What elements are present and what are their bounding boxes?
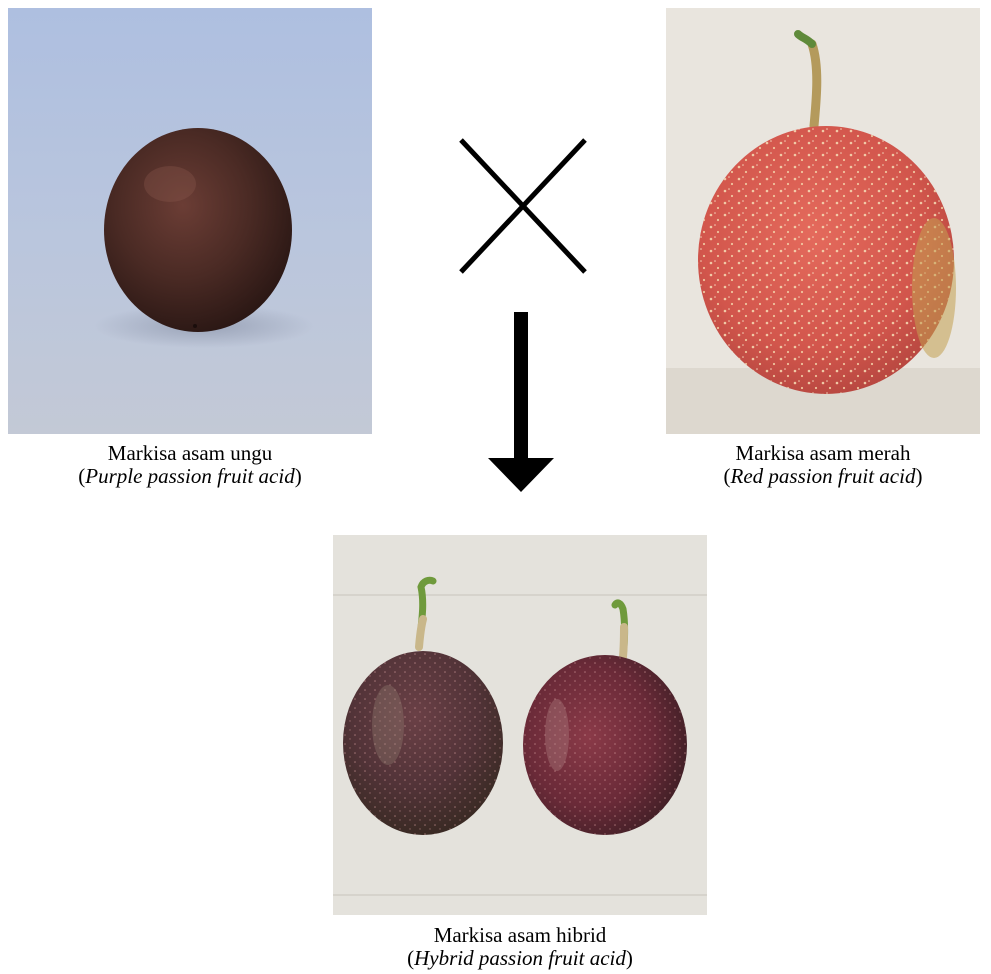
purple-passion-fruit-photo xyxy=(8,8,372,434)
purple-fruit-caption: Markisa asam ungu (Purple passion fruit … xyxy=(8,442,372,488)
red-fruit-english-name: (Red passion fruit acid) xyxy=(666,465,980,488)
red-fruit-name: Markisa asam merah xyxy=(666,442,980,465)
hybrid-fruit-english-name: (Hybrid passion fruit acid) xyxy=(333,947,707,970)
down-arrow-icon xyxy=(488,312,554,492)
red-fruit-caption: Markisa asam merah (Red passion fruit ac… xyxy=(666,442,980,488)
hybrid-fruit-english-name-text: Hybrid passion fruit acid xyxy=(414,946,626,970)
cross-icon xyxy=(455,134,591,278)
hybrid-fruit-name: Markisa asam hibrid xyxy=(333,924,707,947)
purple-fruit-english-name-text: Purple passion fruit acid xyxy=(85,464,294,488)
hybrid-fruit-caption: Markisa asam hibrid (Hybrid passion frui… xyxy=(333,924,707,970)
purple-fruit-english-name: (Purple passion fruit acid) xyxy=(8,465,372,488)
red-passion-fruit-photo xyxy=(666,8,980,434)
purple-fruit-name: Markisa asam ungu xyxy=(8,442,372,465)
hybrid-passion-fruit-photo xyxy=(333,535,707,915)
red-fruit-english-name-text: Red passion fruit acid xyxy=(731,464,916,488)
